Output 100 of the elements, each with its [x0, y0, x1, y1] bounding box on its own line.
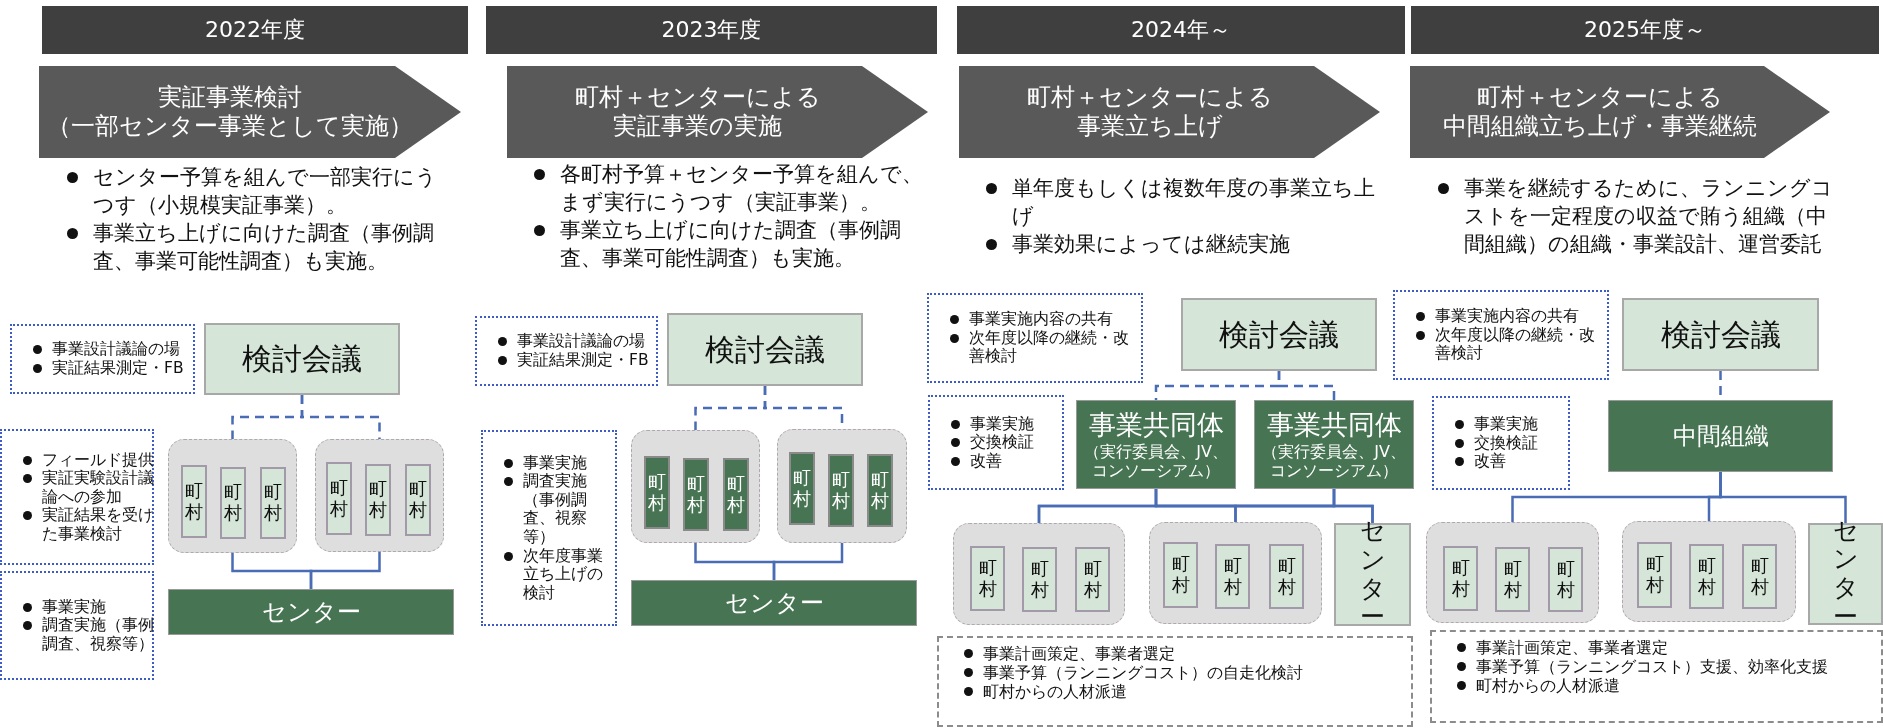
bullet-text: 事業を継続するために、ランニングコストを一定程度の収益で賄う組織（中間組織）の組織・事業設計、運営委託 — [1434, 174, 1844, 258]
year-bar — [42, 6, 468, 54]
municipality-box — [867, 454, 893, 527]
phase-title: 町村＋センターによる — [1477, 83, 1723, 112]
group-box — [953, 523, 1125, 625]
box-label: 町村 — [1030, 558, 1049, 601]
municipality-box — [181, 465, 207, 538]
year-heading: 2023年度 — [661, 16, 762, 44]
bullet-item: 町村からの人材派遣 — [961, 682, 1127, 702]
phase-title: 町村＋センターによる — [574, 83, 821, 112]
bullet-item: 事業計画策定、事業者選定 — [1454, 638, 1668, 658]
bullet-text: 単年度もしくは複数年度の事業立ち上げ — [982, 174, 1392, 230]
bullet-text: 各町村予算＋センター予算を組んで、まず実行にうつす（実証事業）。 — [530, 160, 940, 216]
phase-title: （一部センター事業として実施） — [47, 112, 413, 141]
center-box — [1608, 400, 1833, 472]
group-box — [315, 439, 444, 552]
connector-line — [1332, 489, 1374, 523]
connector-line — [772, 543, 844, 580]
box-label: センター — [1832, 516, 1859, 632]
year-heading: 2024年～ — [1131, 16, 1231, 44]
bullet-item: 町村からの人材派遣 — [1454, 676, 1620, 696]
bullet-item: フィールド提供 — [20, 450, 156, 470]
box-label: 町村 — [978, 557, 997, 600]
note-box — [927, 293, 1143, 383]
box-label: 町村 — [329, 477, 349, 520]
connector-line — [1277, 371, 1336, 400]
municipality-box — [1689, 544, 1724, 609]
box-label: （実行委員会、JV、コンソーシアム） — [1083, 441, 1229, 480]
box-label: 町村 — [223, 482, 243, 524]
bullet-item: 次年度以降の継続・改善検討 — [1413, 325, 1607, 363]
box-label: 町村 — [870, 469, 890, 512]
note-box — [1393, 290, 1609, 380]
bullet-item: 事業予算（ランニングコスト）支援、効率化支援 — [1454, 657, 1828, 677]
bullet-text: 事業立ち上げに向けた調査（事例調査、事業可能性調査）も実施。 — [63, 219, 453, 275]
municipality-box — [644, 456, 670, 529]
bullet-item: 調査実施（事例調査、視察等） — [501, 472, 615, 547]
phase-title: 町村＋センターによる — [1026, 83, 1273, 112]
municipality-box — [683, 458, 709, 531]
municipality-box — [789, 452, 815, 525]
bullet-item: 次年度事業立ち上げの検討 — [501, 546, 615, 603]
phase-banner — [507, 66, 928, 158]
municipality-box — [828, 454, 854, 527]
box-label: 町村 — [368, 479, 388, 521]
center-box — [1334, 523, 1411, 626]
bullet-text: 事業立ち上げに向けた調査（事例調査、事業可能性調査）も実施。 — [530, 216, 940, 272]
bullet-item: 実証結果を受けた事業検討 — [20, 506, 156, 544]
municipality-box — [1075, 547, 1110, 612]
box-label: 町村 — [647, 471, 667, 514]
group-box — [1622, 521, 1796, 622]
box-label: 町村 — [1451, 557, 1470, 600]
bullet-item: 実証実験設計議論への参加 — [20, 469, 156, 507]
process-box — [1181, 298, 1377, 371]
process-box — [1622, 298, 1819, 371]
box-label: （実行委員会、JV、コンソーシアム） — [1261, 441, 1407, 480]
process-box — [1254, 400, 1414, 489]
municipality-box — [365, 464, 391, 536]
box-label: 検討会議 — [1219, 316, 1339, 353]
connector-line — [1719, 472, 1847, 523]
bullet-item: 事業実施内容の共有 — [1413, 307, 1607, 326]
box-label: 町村 — [263, 482, 283, 524]
phase-title: 実証事業検討 — [158, 83, 302, 112]
bullet-item: 事業実施内容の共有 — [947, 310, 1141, 329]
center-box — [1808, 523, 1883, 625]
bullet-item: 事業実施 — [1452, 415, 1596, 434]
box-label: 町村 — [1697, 555, 1716, 598]
connector-line — [309, 552, 381, 589]
municipality-box — [220, 467, 246, 539]
phase-title: 事業立ち上げ — [1076, 112, 1223, 141]
box-label: 検討会議 — [1660, 316, 1781, 353]
box-label: 事業共同体 — [1266, 409, 1402, 442]
bullet-item: 調査実施（事例調査、視察等） — [20, 616, 156, 654]
box-label: 町村 — [792, 467, 812, 510]
box-label: 町村 — [726, 473, 746, 516]
municipality-box — [405, 464, 431, 536]
municipality-box — [1443, 546, 1478, 611]
bullet-item: 事業実施 — [20, 597, 156, 617]
box-label: 町村 — [1223, 555, 1242, 598]
box-label: 町村 — [831, 469, 851, 512]
process-box — [667, 313, 863, 386]
municipality-box — [1495, 547, 1530, 612]
year-bar — [957, 6, 1405, 54]
bullet-text: センター予算を組んで一部実行にうつす（小規模実証事業）。 — [63, 163, 453, 219]
phase-banner — [39, 66, 461, 158]
phase-title: 中間組織立ち上げ・事業継続 — [1443, 112, 1757, 141]
box-label: 町村 — [184, 480, 204, 523]
box-label: センター — [724, 588, 824, 618]
phase-title: 実証事業の実施 — [613, 112, 782, 141]
box-label: 検討会議 — [705, 331, 825, 368]
note-box — [0, 571, 154, 680]
box-label: センター — [261, 597, 361, 627]
municipality-box — [1637, 542, 1672, 608]
bullet-item: 改善 — [1452, 452, 1596, 471]
process-box — [204, 323, 400, 395]
box-label: 町村 — [1750, 555, 1769, 598]
box-label: 検討会議 — [242, 341, 362, 377]
municipality-box — [1022, 547, 1057, 612]
phase-banner — [1410, 66, 1830, 158]
center-box — [631, 580, 917, 626]
box-label: 町村 — [408, 479, 428, 521]
note-box — [0, 429, 154, 565]
